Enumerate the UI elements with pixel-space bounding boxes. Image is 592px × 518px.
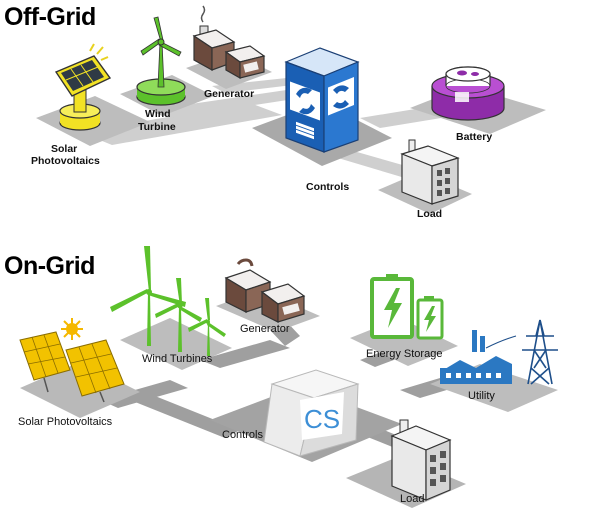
ongrid-cs-logo: CS (304, 404, 340, 434)
ongrid-load-label: Load (400, 493, 424, 505)
offgrid-diagram: Solar Photovoltaics Wind Turbine Generat… (31, 5, 546, 220)
sun-icon (61, 318, 83, 340)
ongrid-solar-icon (19, 318, 125, 403)
ongrid-energy-storage-icon (370, 274, 444, 340)
offgrid-solar-label-line2: Photovoltaics (31, 155, 100, 167)
offgrid-load-icon (400, 139, 460, 205)
ongrid-generator-label: Generator (240, 323, 290, 335)
offgrid-solar-label-line1: Solar (51, 143, 77, 155)
offgrid-controls-icon (284, 47, 360, 153)
offgrid-wind-label-line1: Wind (145, 108, 171, 120)
ongrid-controls-label: Controls (222, 429, 263, 441)
offgrid-battery-icon (431, 66, 505, 121)
offgrid-load-label: Load (417, 208, 442, 220)
offgrid-generator-label: Generator (204, 88, 254, 100)
ongrid-utility-icon (440, 319, 558, 385)
offgrid-wind-turbine-icon (136, 16, 186, 106)
offgrid-title: Off-Grid (4, 3, 96, 31)
ongrid-title: On-Grid (4, 252, 95, 280)
ongrid-utility-label: Utility (468, 390, 495, 402)
ongrid-generator-icon (224, 258, 306, 323)
offgrid-battery-label: Battery (456, 131, 492, 143)
offgrid-generator-icon (192, 5, 266, 80)
ongrid-diagram: CS Solar Photovoltaics Wind Turbines Gen… (18, 246, 558, 508)
ongrid-wind-label: Wind Turbines (142, 353, 213, 365)
ongrid-load-icon (390, 419, 452, 501)
offgrid-wind-label-line2: Turbine (138, 121, 176, 133)
ongrid-wind-turbines-icon (110, 246, 226, 356)
ongrid-storage-label: Energy Storage (366, 348, 442, 360)
power-tower-icon (522, 319, 558, 385)
ongrid-controls-icon: CS (263, 369, 360, 457)
offgrid-controls-label: Controls (306, 181, 349, 193)
offgrid-solar-icon (54, 43, 112, 131)
ongrid-solar-label: Solar Photovoltaics (18, 416, 113, 428)
